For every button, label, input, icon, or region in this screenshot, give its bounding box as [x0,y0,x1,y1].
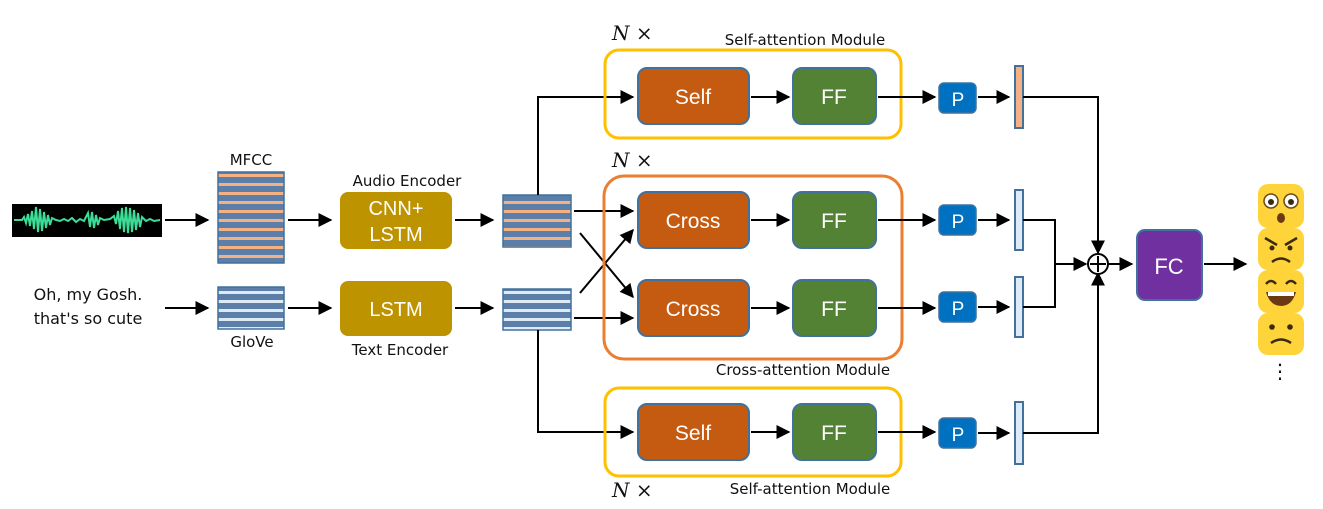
text-encoder-label: LSTM [369,299,422,321]
pooled-vector-3 [1014,276,1024,338]
route-cross-vectors-merge [1023,219,1056,308]
ff-block-bottom [792,403,877,461]
waveform-signal [14,206,161,234]
cross-block-top [637,191,750,249]
pool-block-3: P [938,291,977,323]
audio-encoder-line1: CNN+ [368,198,423,220]
more-outputs-ellipsis: ⋮ [1270,359,1290,383]
self-module-top-title: Self-attention Module [725,31,886,49]
cross-block-bottom-label: Cross [666,298,721,321]
pool-label-2: P [952,212,965,233]
ff-block-cross-bottom-label: FF [821,298,847,321]
pool-block-4: P [938,417,977,449]
ff-block-cross-top [792,191,877,249]
repeat-label-top: N × [611,21,653,45]
audio-encoded-stack [502,194,572,248]
route-text-to-self-bottom [537,330,635,439]
repeat-label-cross: N × [611,148,653,172]
pooled-vector-1 [1014,65,1024,129]
ff-block-cross-top-label: FF [821,210,847,233]
pool-block-1: P [938,82,977,114]
route-audio-to-self-top [537,90,635,195]
pool-label-3: P [952,299,965,320]
self-block-top [637,67,750,125]
cross-block-bottom [637,279,750,337]
pooled-vector-4 [1014,401,1024,465]
mfcc-feature-stack [217,171,285,264]
route-audio-to-cross-bottom [579,232,634,299]
audio-encoder-title: Audio Encoder [353,172,463,190]
cross-module-frame [602,174,904,361]
glove-feature-stack [217,286,285,330]
sad-face-icon [1258,313,1304,355]
pooled-vector-2 [1014,189,1024,251]
self-block-bottom-label: Self [675,422,711,445]
glove-label: GloVe [230,333,273,351]
text-encoder-title: Text Encoder [351,341,449,359]
ff-block-bottom-label: FF [821,422,847,445]
fc-block-label: FC [1154,254,1183,279]
audio-encoder-block [340,192,452,249]
input-text-line2: that's so cute [34,309,143,328]
ff-block-top [792,67,877,125]
ff-block-top-label: FF [821,86,847,109]
route-text-to-cross-top [579,228,634,294]
input-text-line1: Oh, my Gosh. [34,285,143,304]
self-module-top-frame [603,48,903,140]
ff-block-cross-bottom [792,279,877,337]
fc-block [1136,229,1203,301]
route-vector4-to-fusion [1023,271,1105,434]
self-module-bottom-title: Self-attention Module [730,480,891,498]
fusion-add-node [1087,253,1109,275]
pool-block-2: P [938,204,977,236]
pool-label-1: P [952,90,965,111]
pool-label-4: P [952,425,965,446]
text-encoded-stack [502,288,572,331]
route-vector1-to-fusion [1023,96,1105,255]
self-block-top-label: Self [675,86,711,109]
audio-encoder-line2: LSTM [369,224,422,246]
happy-face-icon [1258,270,1304,313]
text-encoder-block [340,281,452,336]
mfcc-label: MFCC [230,151,273,169]
cross-block-top-label: Cross [666,210,721,233]
repeat-label-bottom: N × [611,478,653,502]
angry-face-icon [1258,228,1304,270]
cross-module-title: Cross-attention Module [716,361,890,379]
surprised-face-icon [1258,184,1304,228]
self-block-bottom [637,403,750,461]
audio-waveform [12,204,162,237]
